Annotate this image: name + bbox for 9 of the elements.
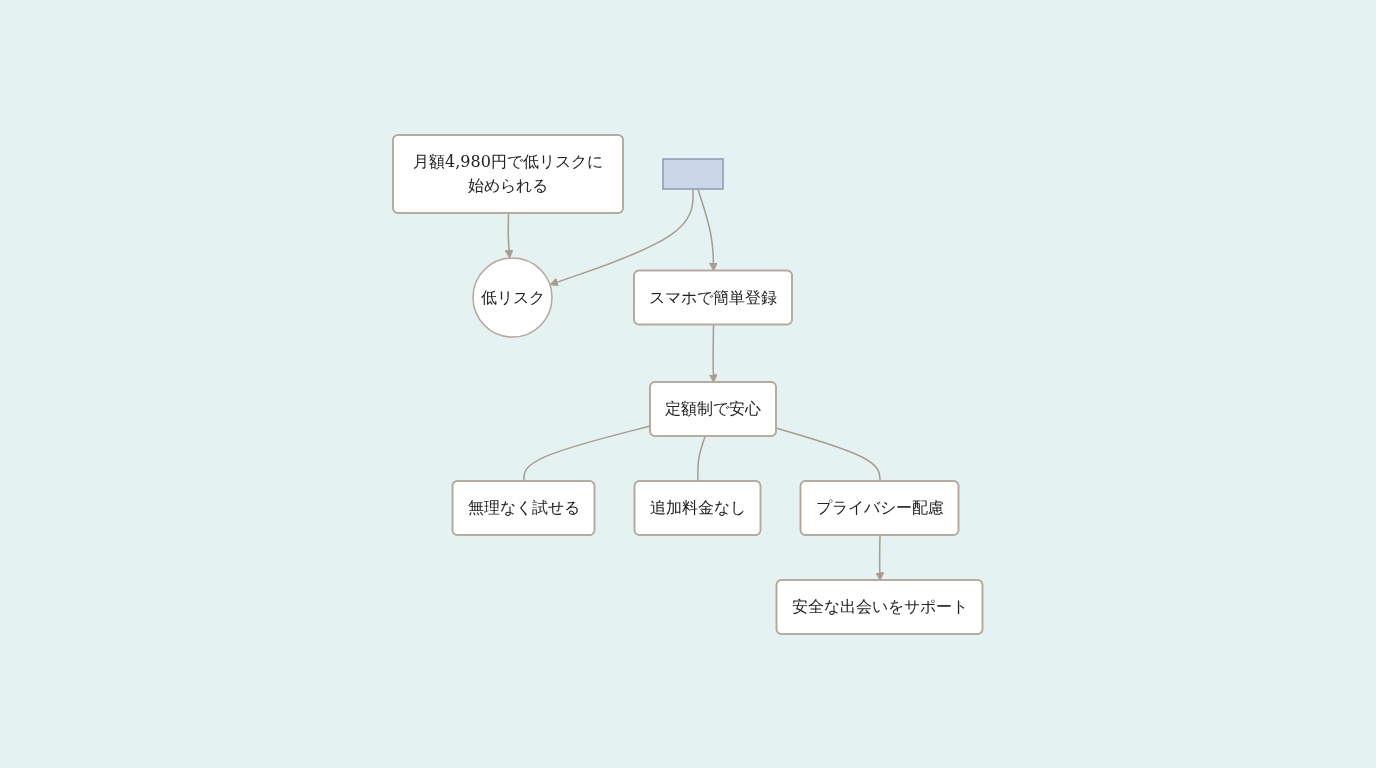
node-box	[662, 157, 724, 190]
node-circle: 低リスク	[472, 256, 553, 338]
arrow	[504, 212, 514, 258]
arrow	[709, 323, 718, 383]
arrow	[549, 187, 694, 286]
connector	[776, 427, 881, 482]
arrow	[875, 534, 885, 581]
connector	[697, 435, 707, 482]
arrow	[697, 187, 719, 271]
